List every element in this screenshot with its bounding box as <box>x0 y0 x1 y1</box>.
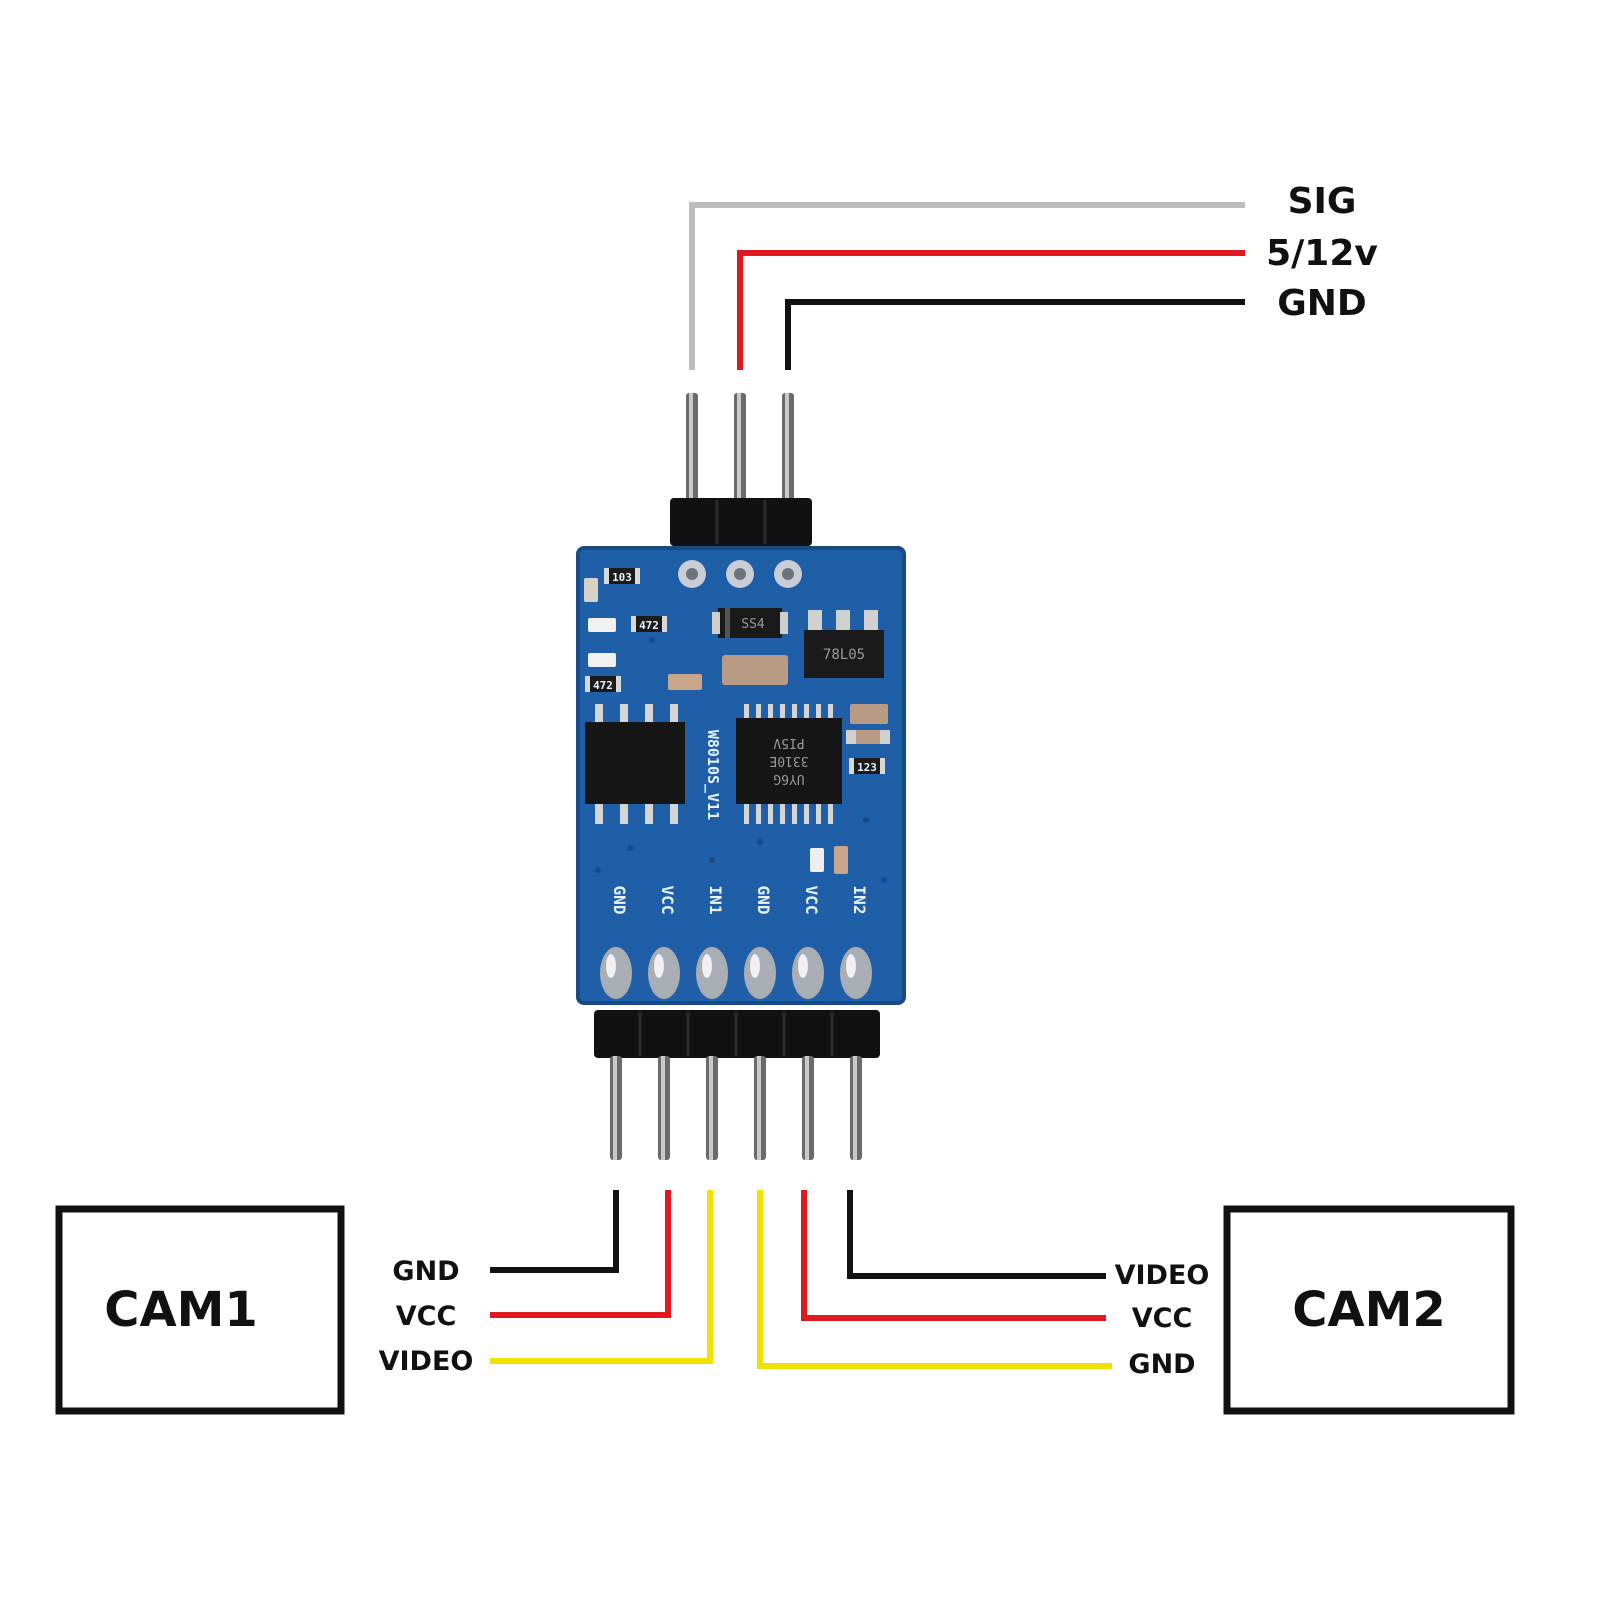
sig-label: SIG <box>1288 181 1357 222</box>
solder-pads <box>600 947 872 999</box>
cam1-vcc-wire <box>490 1190 671 1318</box>
bottom-header <box>594 1010 880 1160</box>
cam1-title: CAM1 <box>104 1282 258 1338</box>
top-header <box>670 393 812 546</box>
cam2-vcc-wire <box>801 1190 1106 1321</box>
cam2-gnd-label: GND <box>1128 1349 1195 1380</box>
svg-text:SS4: SS4 <box>741 617 765 632</box>
pcb-board: 103 472 472 SS4 78L05 <box>576 546 906 1005</box>
pin-labels: GND VCC IN1 GND VCC IN2 <box>610 886 869 915</box>
power-wire <box>737 250 1245 370</box>
resistor-r3: 472 <box>585 676 621 692</box>
sig-wire <box>689 202 1245 370</box>
svg-text:123: 123 <box>857 761 877 774</box>
pin-label-4: GND <box>754 886 773 915</box>
regulator-chip: 78L05 <box>804 610 884 678</box>
switch-chip: UY6G 3310E PI5V <box>736 704 842 824</box>
resistor-r1: 103 <box>604 568 640 584</box>
cam1-video-wire <box>490 1190 713 1364</box>
power-label: 5/12v <box>1266 233 1378 274</box>
pin-label-2: VCC <box>658 886 677 915</box>
resistor-r4: 123 <box>849 758 885 774</box>
svg-text:472: 472 <box>593 679 613 692</box>
cam1-video-label: VIDEO <box>379 1346 474 1377</box>
pin-label-3: IN1 <box>706 886 725 915</box>
soic-chip <box>585 704 685 824</box>
cam2-video-label: VIDEO <box>1115 1260 1210 1291</box>
diode: SS4 <box>712 608 788 638</box>
svg-text:78L05: 78L05 <box>823 647 865 663</box>
svg-text:UY6G: UY6G <box>773 771 804 786</box>
svg-text:472: 472 <box>639 619 659 632</box>
gnd-wire-top <box>785 299 1245 370</box>
pin-label-1: GND <box>610 886 629 915</box>
cam1-gnd-wire <box>490 1190 619 1273</box>
pin-label-5: VCC <box>802 886 821 915</box>
cam2-gnd-wire <box>757 1190 1112 1369</box>
top-wires <box>689 202 1245 370</box>
svg-text:PI5V: PI5V <box>773 735 804 750</box>
resistor-r2: 472 <box>631 616 667 632</box>
cam2-title: CAM2 <box>1292 1282 1446 1338</box>
cam1-gnd-label: GND <box>392 1256 459 1287</box>
cam2-vcc-label: VCC <box>1132 1303 1193 1334</box>
gnd-label-top: GND <box>1277 283 1367 324</box>
bottom-wires <box>490 1190 1112 1369</box>
cam1-vcc-label: VCC <box>396 1301 457 1332</box>
svg-text:103: 103 <box>612 571 632 584</box>
cam1-box: CAM1 <box>55 1205 345 1415</box>
cam2-video-wire <box>847 1190 1106 1279</box>
svg-text:3310E: 3310E <box>769 753 808 768</box>
cam2-box: CAM2 <box>1223 1205 1515 1415</box>
board-name: W8010S_V11 <box>704 730 722 820</box>
pin-label-6: IN2 <box>850 886 869 915</box>
